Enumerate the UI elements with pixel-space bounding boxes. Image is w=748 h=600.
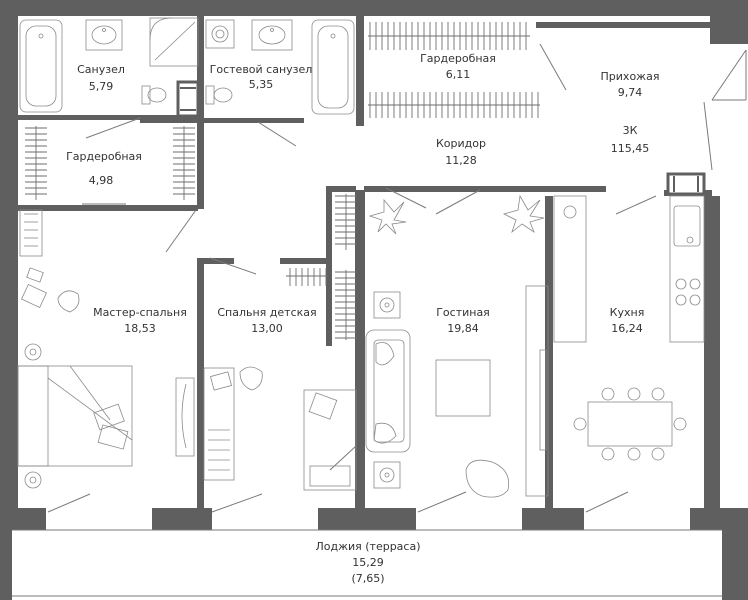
room-labels: Санузел 5,79 Гостевой санузел 5,35 Гарде… — [66, 52, 659, 585]
loggia-frame — [12, 529, 722, 597]
room-area-corridor: 11,28 — [445, 154, 477, 167]
tv-unit — [525, 285, 549, 497]
shower — [149, 17, 199, 67]
coffee-table — [435, 359, 491, 417]
sink-left — [85, 19, 123, 51]
room-name-wardrobe-top: Гардеробная — [420, 52, 496, 65]
room-area-sanuzel: 5,79 — [89, 80, 114, 93]
toilet-left — [141, 85, 167, 105]
room-name-sanuzel: Санузел — [77, 63, 125, 76]
room-name-kids-bedroom: Спальня детская — [217, 306, 316, 319]
hangers-left — [35, 126, 185, 200]
room-area-loggia: 15,29 — [352, 556, 384, 569]
room-area-kitchen: 16,24 — [611, 322, 643, 335]
room-name-corridor: Коридор — [436, 137, 486, 150]
room-area-loggia-reduced: (7,65) — [351, 572, 384, 585]
room-name-wardrobe-left: Гардеробная — [66, 150, 142, 163]
apartment-total-area: 115,45 — [611, 142, 650, 155]
speakers — [373, 291, 401, 489]
hangers-corridor — [286, 194, 347, 340]
room-area-wardrobe-left: 4,98 — [89, 174, 114, 187]
room-area-wardrobe-top: 6,11 — [446, 68, 471, 81]
bed-master — [17, 343, 133, 489]
room-area-master-bedroom: 18,53 — [124, 322, 156, 335]
room-name-loggia: Лоджия (терраса) — [315, 540, 420, 553]
windows — [176, 80, 706, 196]
room-area-hallway: 9,74 — [618, 86, 643, 99]
desk-kids — [175, 366, 263, 481]
bed-kids — [303, 389, 357, 491]
kitchen-counter — [553, 195, 705, 343]
room-name-living-room: Гостиная — [436, 306, 490, 319]
hanger-ticks — [25, 22, 539, 339]
room-name-guest-bathroom: Гостевой санузел — [210, 63, 313, 76]
room-area-living-room: 19,84 — [447, 322, 479, 335]
room-area-kids-bedroom: 13,00 — [251, 322, 283, 335]
room-name-kitchen: Кухня — [610, 306, 645, 319]
apartment-type: 3К — [623, 124, 638, 137]
bathtub-left — [19, 19, 63, 113]
plants — [368, 194, 545, 235]
toilet-guest — [205, 85, 233, 105]
bathtub-guest — [311, 19, 355, 115]
room-area-guest-bathroom: 5,35 — [249, 78, 274, 91]
room-name-master-bedroom: Мастер-спальня — [93, 306, 187, 319]
dining-table — [573, 387, 687, 461]
desk-master — [19, 209, 80, 313]
room-name-hallway: Прихожая — [601, 70, 660, 83]
armchair — [465, 459, 510, 498]
sink-guest — [251, 19, 293, 51]
sofa — [365, 329, 411, 453]
washing-machine — [205, 19, 235, 49]
